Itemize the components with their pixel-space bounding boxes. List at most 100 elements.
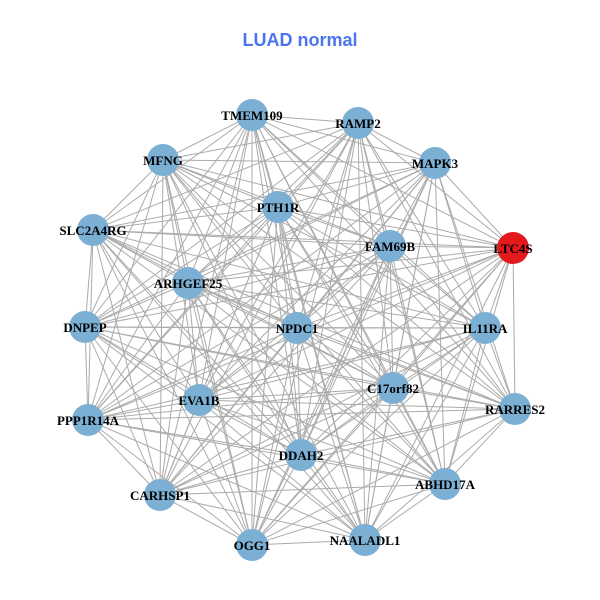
edge-FAM69B-CARHSP1 bbox=[159, 245, 391, 496]
node-circle[interactable] bbox=[469, 312, 501, 344]
edge-TMEM109-ARHGEF25 bbox=[187, 114, 253, 284]
node-circle[interactable] bbox=[281, 312, 313, 344]
node-label: NPDC1 bbox=[276, 321, 319, 336]
edge-IL11RA-ABHD17A bbox=[444, 327, 486, 485]
node-FAM69B[interactable]: FAM69B bbox=[365, 230, 416, 262]
edge-ABHD17A-OGG1 bbox=[251, 483, 446, 546]
node-SLC2A4RG[interactable]: SLC2A4RG bbox=[59, 214, 127, 246]
node-circle[interactable] bbox=[236, 529, 268, 561]
node-DNPEP[interactable]: DNPEP bbox=[63, 311, 107, 343]
edge-RAMP2-SLC2A4RG bbox=[92, 122, 359, 231]
edge-RARRES2-OGG1 bbox=[251, 408, 516, 546]
edge-DNPEP-EVA1B bbox=[84, 326, 200, 401]
edge-TMEM109-ABHD17A bbox=[251, 114, 446, 485]
node-ABHD17A[interactable]: ABHD17A bbox=[415, 468, 476, 500]
edge-ARHGEF25-NAALADL1 bbox=[187, 282, 366, 541]
node-PPP1R14A[interactable]: PPP1R14A bbox=[57, 404, 120, 436]
node-circle[interactable] bbox=[72, 404, 104, 436]
edge-MAPK3-SLC2A4RG bbox=[92, 162, 436, 231]
node-NAALADL1[interactable]: NAALADL1 bbox=[330, 524, 401, 556]
node-OGG1[interactable]: OGG1 bbox=[234, 529, 271, 561]
edge-ABHD17A-CARHSP1 bbox=[159, 483, 446, 496]
edge-MFNG-DDAH2 bbox=[162, 159, 302, 456]
node-RARRES2[interactable]: RARRES2 bbox=[485, 393, 545, 425]
node-circle[interactable] bbox=[172, 267, 204, 299]
node-TMEM109[interactable]: TMEM109 bbox=[221, 99, 283, 131]
edge-IL11RA-OGG1 bbox=[251, 327, 486, 546]
edge-ARHGEF25-IL11RA bbox=[187, 282, 486, 329]
node-DDAH2[interactable]: DDAH2 bbox=[279, 439, 324, 471]
node-label: NAALADL1 bbox=[330, 533, 401, 548]
node-circle[interactable] bbox=[77, 214, 109, 246]
node-circle[interactable] bbox=[147, 144, 179, 176]
node-label: MAPK3 bbox=[412, 156, 459, 171]
edge-PPP1R14A-RARRES2 bbox=[87, 408, 516, 421]
edge-DNPEP-RARRES2 bbox=[84, 326, 516, 410]
edge-RAMP2-NAALADL1 bbox=[357, 122, 366, 541]
node-EVA1B[interactable]: EVA1B bbox=[179, 384, 220, 416]
edge-LTC4S-RARRES2 bbox=[512, 247, 516, 410]
edge-SLC2A4RG-FAM69B bbox=[92, 229, 391, 247]
edge-EVA1B-CARHSP1 bbox=[159, 399, 200, 496]
edge-PPP1R14A-ABHD17A bbox=[87, 419, 446, 485]
edge-FAM69B-LTC4S bbox=[389, 245, 514, 249]
node-LTC4S[interactable]: LTC4S bbox=[493, 232, 533, 264]
node-circle[interactable] bbox=[262, 191, 294, 223]
node-circle[interactable] bbox=[236, 99, 268, 131]
node-PTH1R[interactable]: PTH1R bbox=[257, 191, 300, 223]
node-MFNG[interactable]: MFNG bbox=[143, 144, 183, 176]
node-circle[interactable] bbox=[349, 524, 381, 556]
node-circle[interactable] bbox=[69, 311, 101, 343]
node-circle[interactable] bbox=[377, 372, 409, 404]
edge-RARRES2-ABHD17A bbox=[444, 408, 516, 485]
edge-NPDC1-C17orf82 bbox=[296, 327, 394, 389]
edge-MFNG-C17orf82 bbox=[162, 159, 394, 389]
node-MAPK3[interactable]: MAPK3 bbox=[412, 147, 459, 179]
edge-SLC2A4RG-DNPEP bbox=[84, 229, 94, 328]
edge-SLC2A4RG-ABHD17A bbox=[92, 229, 446, 485]
node-label: PPP1R14A bbox=[57, 413, 120, 428]
edge-MAPK3-DDAH2 bbox=[300, 162, 436, 456]
edge-PTH1R-SLC2A4RG bbox=[92, 206, 279, 231]
edge-RAMP2-PPP1R14A bbox=[87, 122, 359, 421]
node-circle[interactable] bbox=[285, 439, 317, 471]
edge-LTC4S-ABHD17A bbox=[444, 247, 514, 485]
node-circle[interactable] bbox=[497, 232, 529, 264]
node-circle[interactable] bbox=[374, 230, 406, 262]
node-C17orf82[interactable]: C17orf82 bbox=[367, 372, 419, 404]
edge-PTH1R-PPP1R14A bbox=[87, 206, 279, 421]
edge-RAMP2-RARRES2 bbox=[357, 122, 516, 410]
node-circle[interactable] bbox=[419, 147, 451, 179]
edge-MFNG-NPDC1 bbox=[162, 159, 298, 329]
node-label: OGG1 bbox=[234, 538, 271, 553]
node-label: MFNG bbox=[143, 153, 183, 168]
edge-CARHSP1-NAALADL1 bbox=[159, 494, 366, 541]
node-label: EVA1B bbox=[179, 393, 220, 408]
edge-DNPEP-CARHSP1 bbox=[84, 326, 161, 496]
edge-OGG1-NAALADL1 bbox=[251, 539, 366, 546]
node-circle[interactable] bbox=[183, 384, 215, 416]
node-circle[interactable] bbox=[499, 393, 531, 425]
node-CARHSP1[interactable]: CARHSP1 bbox=[130, 479, 190, 511]
edge-PPP1R14A-NAALADL1 bbox=[87, 419, 366, 541]
node-label: ARHGEF25 bbox=[154, 276, 223, 291]
node-RAMP2[interactable]: RAMP2 bbox=[335, 107, 381, 139]
edge-TMEM109-RAMP2 bbox=[251, 114, 359, 124]
node-circle[interactable] bbox=[342, 107, 374, 139]
edge-TMEM109-LTC4S bbox=[251, 114, 514, 249]
node-circle[interactable] bbox=[144, 479, 176, 511]
node-ARHGEF25[interactable]: ARHGEF25 bbox=[154, 267, 223, 299]
node-IL11RA[interactable]: IL11RA bbox=[463, 312, 508, 344]
edge-DDAH2-CARHSP1 bbox=[159, 454, 302, 496]
edge-SLC2A4RG-IL11RA bbox=[92, 229, 486, 329]
node-circle[interactable] bbox=[429, 468, 461, 500]
edge-MFNG-SLC2A4RG bbox=[92, 159, 164, 231]
edge-C17orf82-EVA1B bbox=[198, 387, 394, 401]
edge-MAPK3-DNPEP bbox=[84, 162, 436, 328]
node-label: DNPEP bbox=[63, 320, 106, 335]
edge-MAPK3-RARRES2 bbox=[434, 162, 516, 410]
node-NPDC1[interactable]: NPDC1 bbox=[276, 312, 319, 344]
edge-PPP1R14A-CARHSP1 bbox=[87, 419, 161, 496]
edge-MAPK3-PTH1R bbox=[277, 162, 436, 208]
